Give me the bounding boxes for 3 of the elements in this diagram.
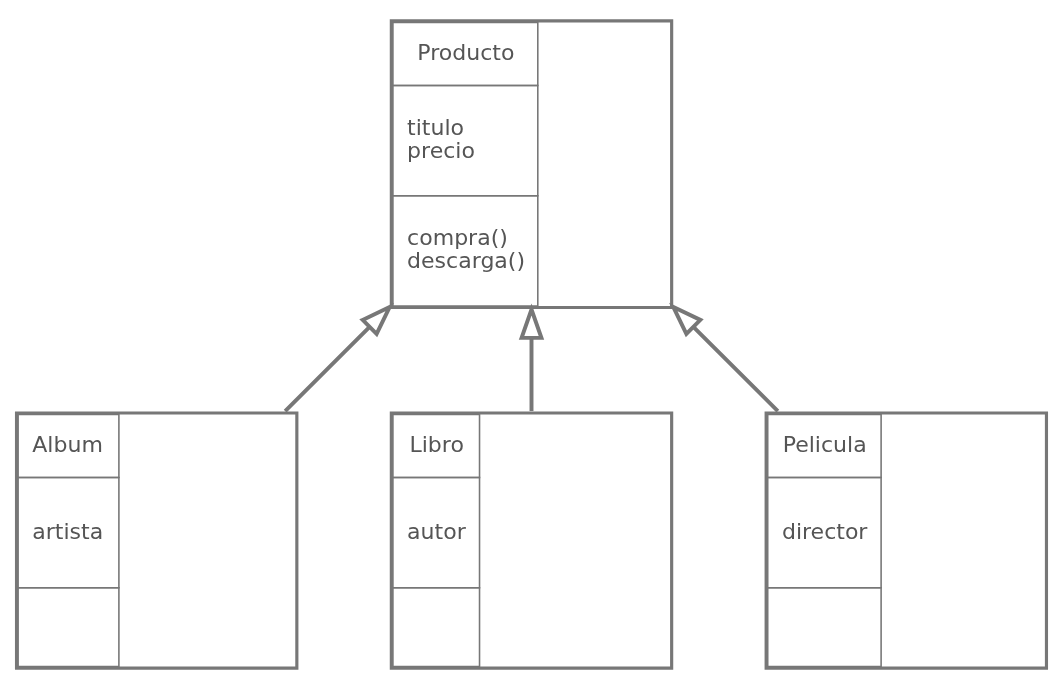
arrow: [283, 302, 394, 413]
arrow: [669, 302, 780, 413]
arrow: [518, 303, 545, 412]
